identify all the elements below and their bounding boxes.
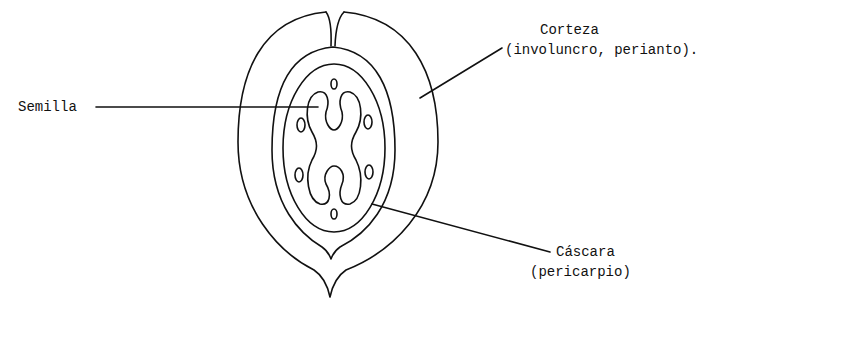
seed-cavity — [331, 79, 337, 89]
seed-cavity — [364, 115, 372, 129]
part-label: Semilla — [18, 99, 77, 115]
seed-cavity — [295, 168, 303, 182]
part-label: Cáscara — [556, 244, 615, 260]
seed-outline — [283, 64, 385, 232]
leader-line — [372, 204, 550, 252]
seed-kernel — [307, 92, 361, 204]
husk-groove — [335, 12, 344, 46]
part-label: (pericarpio) — [530, 264, 631, 280]
husk-outline — [238, 12, 438, 297]
leader-line — [420, 48, 502, 98]
leader-line — [96, 106, 318, 108]
part-label: (involuncro, perianto). — [505, 42, 698, 58]
part-label: Corteza — [540, 22, 599, 38]
seed-cavity — [331, 209, 337, 219]
seed-cavity — [365, 165, 373, 179]
husk-groove — [326, 12, 331, 46]
shell-outline — [272, 47, 395, 259]
seed-cavity — [297, 118, 305, 132]
